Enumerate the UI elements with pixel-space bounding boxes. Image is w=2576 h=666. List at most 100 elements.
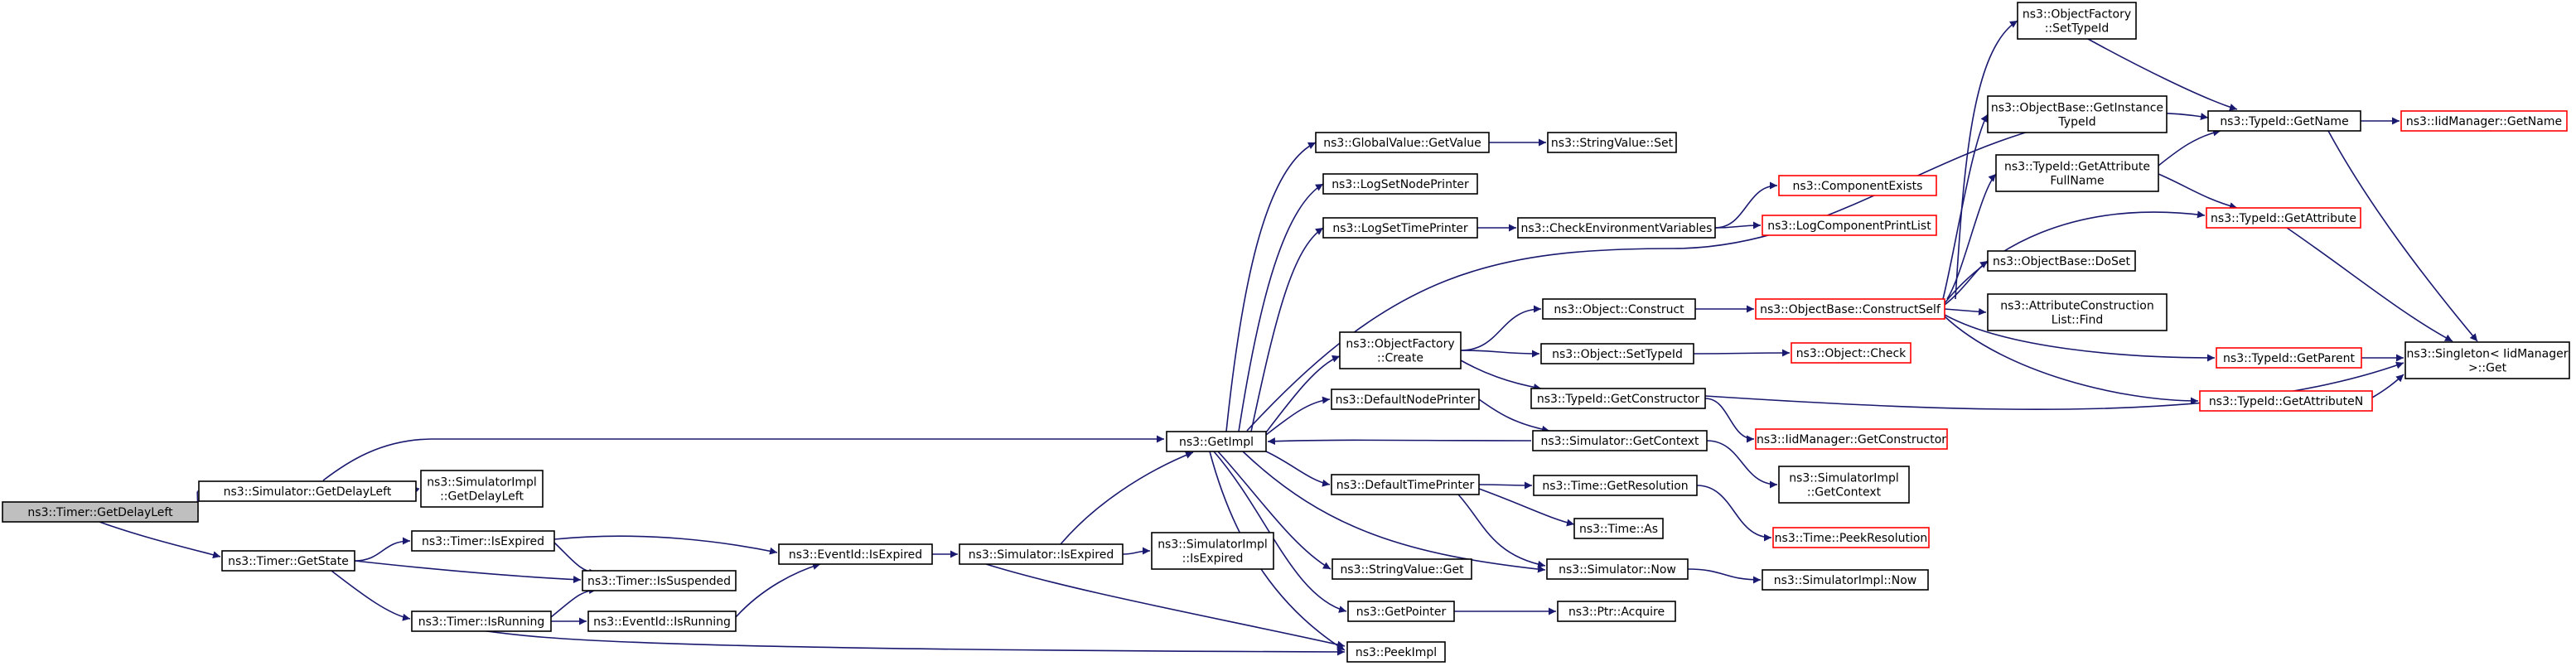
node-box: [2404, 341, 2570, 379]
graph-node-n33[interactable]: ns3::Time::PeekResolution: [1772, 527, 1930, 548]
node-box: [1339, 331, 1462, 369]
call-edge-line: [354, 537, 411, 562]
graph-node-n12[interactable]: ns3::PeekImpl: [1346, 641, 1446, 663]
graph-node-n28[interactable]: ns3::DefaultNodePrinter: [1331, 388, 1480, 410]
graph-node-n2[interactable]: ns3::Timer::GetState: [221, 550, 355, 572]
node-box: [1532, 430, 1708, 451]
graph-node-n40[interactable]: ns3::ObjectFactory::SetTypeId: [2017, 2, 2137, 40]
graph-node-n27[interactable]: ns3::Singleton< IidManager >::Get: [2404, 341, 2570, 379]
call-edge: [1265, 396, 1331, 436]
node-box: [1557, 601, 1676, 622]
graph-node-n31[interactable]: ns3::DefaultTimePrinter: [1331, 474, 1480, 495]
call-edge-line: [480, 630, 1346, 656]
node-label: ns3::ObjectBase::ConstructSelf: [1760, 303, 1941, 316]
node-label: ns3::SimulatorImpl: [1158, 538, 1268, 552]
graph-node-n11[interactable]: ns3::SimulatorImpl::IsExpired: [1151, 532, 1274, 570]
graph-node-n0[interactable]: ns3::Timer::GetDelayLeft: [2, 501, 199, 523]
graph-node-n36[interactable]: ns3::SimulatorImpl::Now: [1762, 569, 1929, 591]
call-edge: [1696, 485, 1772, 542]
graph-node-n18[interactable]: ns3::ComponentExists: [1778, 175, 1937, 196]
graph-node-n25[interactable]: ns3::TypeId::GetConstructor: [1530, 388, 1706, 409]
node-box: [2206, 207, 2361, 229]
graph-node-n3[interactable]: ns3::SimulatorImpl::GetDelayLeft: [420, 470, 544, 508]
node-label: ns3::Time::As: [1579, 523, 1658, 536]
node-box: [582, 570, 737, 591]
graph-node-n45[interactable]: ns3::TypeId::GetName: [2207, 110, 2361, 132]
graph-node-n6[interactable]: ns3::Timer::IsSuspended: [582, 570, 737, 591]
call-edge-line: [1944, 210, 2206, 304]
call-edge: [553, 542, 597, 577]
call-edge: [985, 563, 1346, 649]
node-label: ns3::Timer::GetState: [228, 555, 349, 568]
node-label: ns3::DefaultNodePrinter: [1336, 393, 1476, 407]
graph-node-n47[interactable]: ns3::TypeId::GetAttribute: [2206, 207, 2361, 229]
call-edge-line: [2158, 128, 2221, 166]
graph-node-n23[interactable]: ns3::Object::SetTypeId: [1540, 343, 1694, 364]
node-box: [1987, 250, 2136, 272]
node-box: [198, 480, 417, 502]
node-box: [1772, 527, 1930, 548]
node-label: ::GetContext: [1807, 486, 1882, 499]
graph-node-n34[interactable]: ns3::Time::As: [1573, 518, 1664, 539]
graph-node-n24[interactable]: ns3::Object::Check: [1791, 342, 1911, 364]
graph-node-n37[interactable]: ns3::StringValue::Get: [1331, 558, 1472, 580]
call-edge-line: [1460, 360, 1542, 391]
graph-node-n20[interactable]: ns3::ObjectFactory::Create: [1339, 331, 1462, 369]
graph-node-n43[interactable]: ns3::ObjectBase::DoSet: [1987, 250, 2136, 272]
graph-node-n48[interactable]: ns3::TypeId::GetParent: [2216, 347, 2362, 369]
graph-node-n5[interactable]: ns3::Timer::IsExpired: [411, 530, 555, 552]
graph-node-n16[interactable]: ns3::LogSetTimePrinter: [1322, 217, 1478, 239]
graph-node-n30[interactable]: ns3::SimulatorImpl::GetContext: [1778, 466, 1910, 504]
node-box: [1151, 532, 1274, 570]
call-edge-line: [1213, 451, 1347, 613]
call-edge-line: [99, 521, 221, 559]
graph-node-n22[interactable]: ns3::ObjectBase::ConstructSelf: [1755, 298, 1945, 320]
graph-node-n14[interactable]: ns3::StringValue::Set: [1547, 132, 1677, 153]
call-edge-line: [1060, 451, 1194, 545]
graph-node-n19[interactable]: ns3::LogComponentPrintList: [1762, 215, 1937, 236]
graph-node-n29[interactable]: ns3::Simulator::GetContext: [1532, 430, 1708, 451]
graph-node-n46[interactable]: ns3::IidManager::GetName: [2400, 110, 2568, 132]
graph-node-n35[interactable]: ns3::Simulator::Now: [1546, 558, 1689, 580]
node-box: [1755, 428, 1948, 450]
graph-node-n4[interactable]: ns3::GetImpl: [1166, 431, 1267, 452]
call-edge: [2371, 374, 2404, 398]
graph-node-n9[interactable]: ns3::EventId::IsRunning: [587, 610, 737, 632]
graph-node-n1[interactable]: ns3::Simulator::GetDelayLeft: [198, 480, 417, 502]
node-box: [1762, 215, 1937, 236]
call-edge-line: [553, 535, 778, 555]
node-label: ns3::StringValue::Get: [1340, 563, 1464, 577]
call-edge: [331, 570, 411, 621]
graph-node-n17[interactable]: ns3::CheckEnvironmentVariables: [1517, 217, 1716, 239]
call-edge-line: [1696, 485, 1772, 542]
node-box: [411, 610, 552, 632]
call-edge-line: [1714, 221, 1762, 229]
graph-node-n8[interactable]: ns3::EventId::IsExpired: [778, 543, 933, 565]
graph-node-n49[interactable]: ns3::TypeId::GetAttributeN: [2199, 390, 2373, 412]
node-label: ns3::Object::SetTypeId: [1552, 348, 1683, 361]
node-label: FullName: [2050, 175, 2104, 188]
graph-node-n38[interactable]: ns3::GetPointer: [1347, 601, 1455, 622]
graph-node-n39[interactable]: ns3::Ptr::Acquire: [1557, 601, 1676, 622]
graph-node-n21[interactable]: ns3::Object::Construct: [1542, 298, 1696, 320]
graph-node-n26[interactable]: ns3::IidManager::GetConstructor: [1755, 428, 1948, 450]
call-edge-line: [1265, 396, 1331, 436]
call-edge: [1250, 227, 1324, 432]
node-label: ns3::TypeId::GetConstructor: [1537, 393, 1699, 406]
node-box: [1331, 388, 1480, 410]
graph-node-n7[interactable]: ns3::Timer::IsRunning: [411, 610, 552, 632]
call-edge: [553, 535, 778, 555]
graph-node-n15[interactable]: ns3::LogSetNodePrinter: [1322, 173, 1478, 195]
call-edge-line: [1457, 494, 1546, 568]
node-label: ns3::EventId::IsRunning: [593, 615, 731, 629]
graph-node-n10[interactable]: ns3::Simulator::IsExpired: [959, 543, 1124, 565]
graph-node-n32[interactable]: ns3::Time::GetResolution: [1533, 475, 1698, 496]
call-edge-line: [1460, 350, 1540, 358]
call-edge-line: [1946, 173, 1997, 300]
graph-node-n13[interactable]: ns3::GlobalValue::GetValue: [1315, 132, 1490, 153]
call-edge: [322, 435, 1164, 481]
